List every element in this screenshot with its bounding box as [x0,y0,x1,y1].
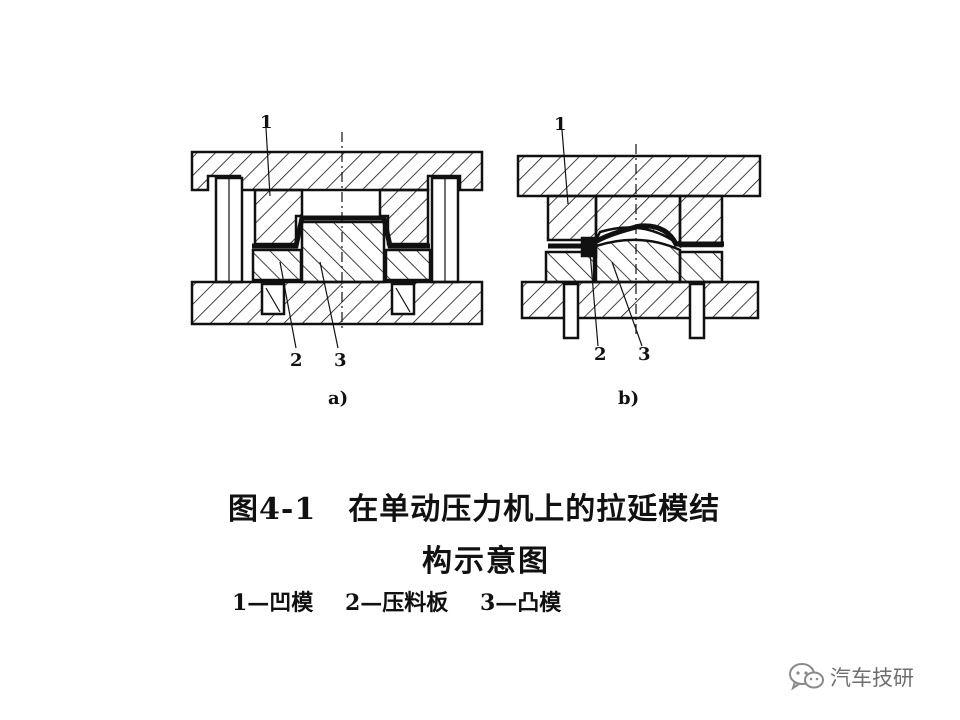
panel-b-pin-right [688,282,706,340]
watermark-text: 汽车技研 [830,666,914,690]
figure-title-line2: 构示意图 [422,544,550,579]
wechat-icon [789,663,824,691]
figure-caption-line1: 图4-1 在单动压力机上的拉延模结 [228,484,720,528]
panel-b-upper-plate [516,154,762,198]
panel-b-drawing [516,129,762,347]
panel-a-lower-plate [190,280,484,326]
legend-item-die: 1—凹模 [232,590,314,616]
panel-b-callout-1: 1 [554,114,567,135]
legend-item-blank-holder: 2—压料板 [344,590,449,616]
panel-b-callout-2: 2 [594,344,607,365]
panel-b-die-left [546,194,598,242]
panel-a-label: a) [328,388,348,409]
figure-title-line1: 在单动压力机上的拉延模结 [348,492,721,527]
figure-number: 图4-1 [228,492,317,527]
panel-b-blank-holder-right [678,250,724,284]
panel-a-sheet [252,215,430,249]
panel-a-drawing [190,127,484,349]
panel-b-punch [594,238,682,284]
panel-b-die-right [678,194,724,248]
panel-b-label: b) [618,388,639,409]
watermark: 汽车技研 [788,662,914,692]
panel-b-lower-plate [520,280,760,320]
panel-a-blank-holder-left [251,248,303,282]
panel-a-callout-1: 1 [260,112,273,133]
panel-a-callout-2: 2 [290,350,303,371]
panel-b-callout-3: 3 [638,344,651,365]
panel-a-callout-3: 3 [334,350,347,371]
panel-a-punch [300,220,386,284]
legend: 1—凹模 2—压料板 3—凸模 [232,585,585,617]
panel-b-pin-left [562,282,580,340]
panel-a-blank-holder-right [384,248,432,282]
panel-a-die-left [253,188,304,246]
legend-item-punch: 3—凸模 [479,590,562,616]
panel-b-die-center [594,194,682,249]
